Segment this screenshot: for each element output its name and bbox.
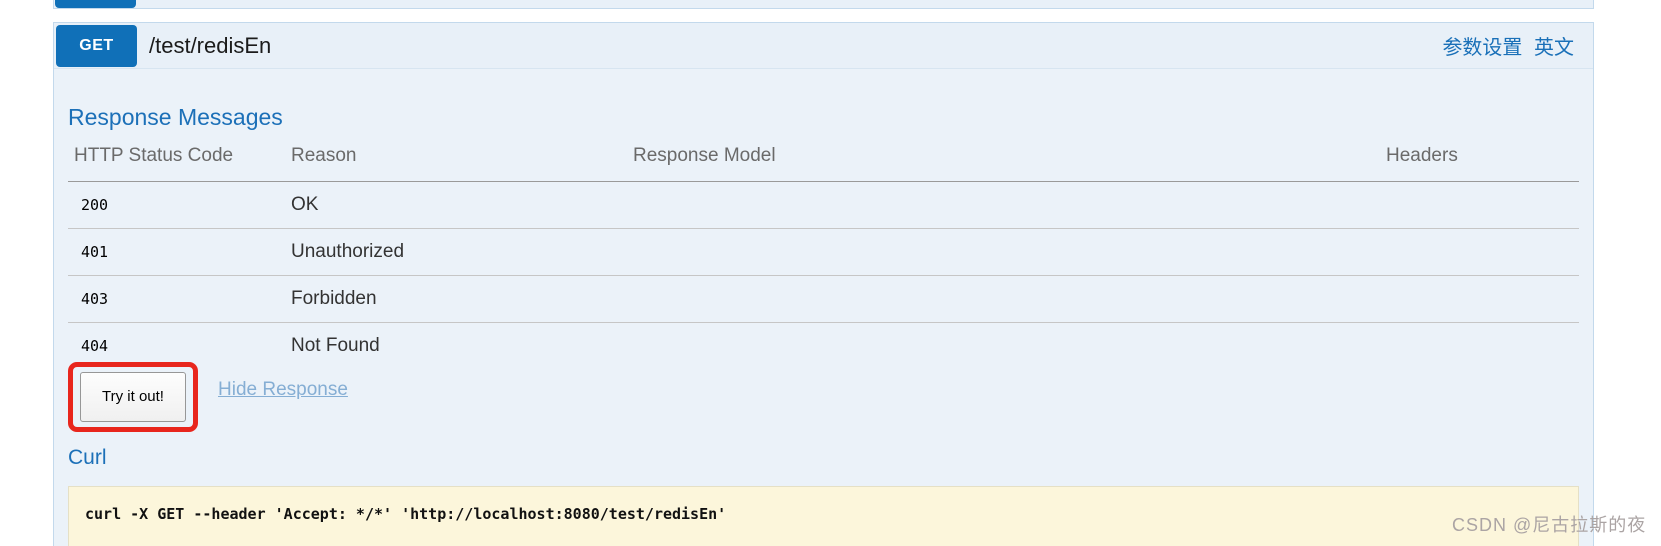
hide-response-link[interactable]: Hide Response <box>218 378 348 400</box>
column-header-status-code: HTTP Status Code <box>68 132 285 182</box>
status-code: 401 <box>68 228 285 276</box>
response-row-403: 403 Forbidden <box>68 275 1579 323</box>
table-header-row: HTTP Status Code Reason Response Model H… <box>68 132 1579 182</box>
endpoint-panel: GET /test/redisEn 参数设置 英文 Response Messa… <box>53 22 1594 546</box>
response-model <box>627 228 1380 276</box>
curl-title: Curl <box>68 445 107 469</box>
previous-endpoint-strip <box>53 0 1594 9</box>
column-header-response-model: Response Model <box>627 132 1380 182</box>
header-links: 参数设置 英文 <box>1436 31 1574 60</box>
response-messages-title: Response Messages <box>68 104 283 130</box>
status-code: 404 <box>81 337 109 356</box>
response-row-404: 404 Not Found <box>68 323 1579 370</box>
previous-get-method-badge[interactable] <box>55 0 136 8</box>
annotation-highlight-box: Try it out! <box>68 361 198 432</box>
response-messages-table: HTTP Status Code Reason Response Model H… <box>68 132 1579 370</box>
language-link[interactable]: 英文 <box>1534 37 1574 59</box>
column-header-reason: Reason <box>285 132 627 182</box>
response-row-401: 401 Unauthorized <box>68 228 1579 276</box>
settings-link[interactable]: 参数设置 <box>1442 37 1523 59</box>
response-model <box>627 181 1380 229</box>
endpoint-path[interactable]: /test/redisEn <box>149 32 272 58</box>
get-method-badge[interactable]: GET <box>56 24 137 67</box>
response-model <box>627 275 1380 323</box>
reason: Unauthorized <box>285 228 627 276</box>
status-code: 403 <box>68 275 285 323</box>
curl-command: curl -X GET --header 'Accept: */*' 'http… <box>68 485 1579 546</box>
reason: Forbidden <box>285 275 627 323</box>
column-header-headers: Headers <box>1380 132 1579 182</box>
reason: OK <box>285 181 627 229</box>
endpoint-body: Response Messages HTTP Status Code Reaso… <box>54 103 1593 546</box>
headers <box>1380 181 1579 229</box>
try-it-out-row: Try it out! Hide Response <box>68 361 1579 432</box>
try-it-out-button[interactable]: Try it out! <box>80 371 186 422</box>
headers <box>1380 275 1579 323</box>
endpoint-header[interactable]: GET /test/redisEn 参数设置 英文 <box>54 23 1593 69</box>
headers <box>1380 228 1579 276</box>
response-row-200: 200 OK <box>68 181 1579 229</box>
status-code: 200 <box>68 181 285 229</box>
reason: Not Found <box>291 335 380 357</box>
